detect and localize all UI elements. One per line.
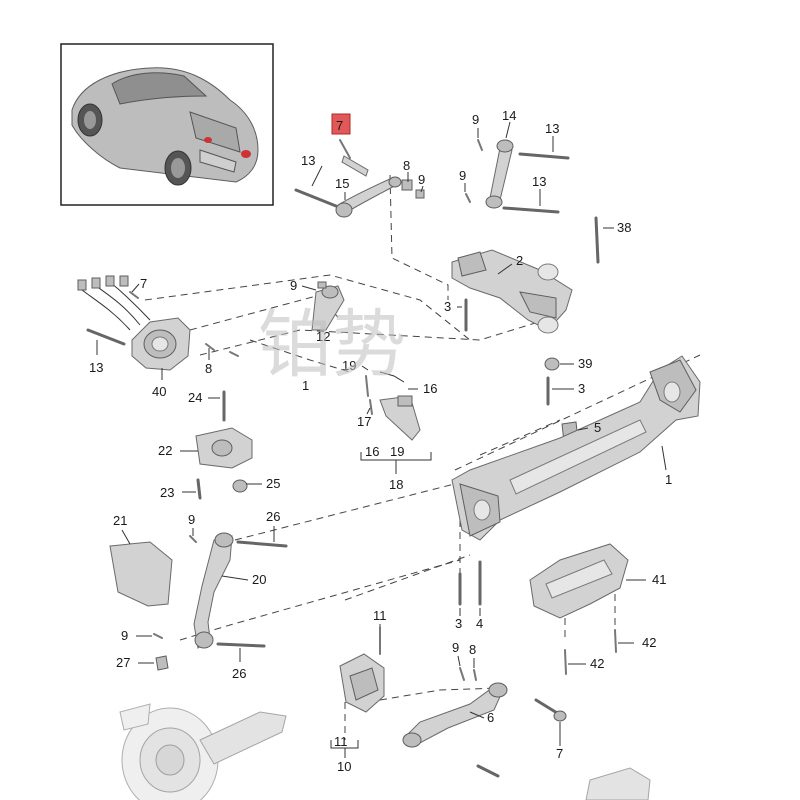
- control-arm-20: [153, 532, 288, 671]
- callout-7-highlighted: 7: [336, 118, 343, 133]
- callout-27: 27: [116, 655, 130, 670]
- callout-13: 13: [301, 153, 315, 168]
- parts: [77, 139, 701, 800]
- bolt-42-a: [614, 629, 617, 653]
- callout-42: 42: [590, 656, 604, 671]
- upper-link-15: [294, 139, 425, 218]
- callout-41: 41: [652, 572, 666, 587]
- callout-23: 23: [160, 485, 174, 500]
- callout-9: 9: [188, 512, 195, 527]
- bolt-42-b: [564, 649, 567, 675]
- callout-16: 16: [423, 381, 437, 396]
- car-illustration: [71, 67, 259, 186]
- callout-19: 19: [390, 444, 404, 459]
- callout-9: 9: [121, 628, 128, 643]
- callout-3: 3: [578, 381, 585, 396]
- callout-4: 4: [476, 616, 483, 631]
- callout-3: 3: [455, 616, 462, 631]
- callout-40: 40: [152, 384, 166, 399]
- bolt-38: [594, 216, 600, 264]
- hub-40: [77, 275, 239, 371]
- callout-17: 17: [357, 414, 371, 429]
- callout-labels: 7 13 15 8 9 9 14 13 9 13 38 7 9 12 13 8 …: [89, 108, 672, 774]
- callout-8: 8: [403, 158, 410, 173]
- highlight-box-7: [331, 113, 351, 135]
- callout-3: 3: [444, 299, 451, 314]
- callout-18: 18: [389, 477, 403, 492]
- callout-8: 8: [469, 642, 476, 657]
- callout-9: 9: [459, 168, 466, 183]
- callout-39: 39: [578, 356, 592, 371]
- callout-8: 8: [205, 361, 212, 376]
- callout-21: 21: [113, 513, 127, 528]
- watermark: 铂势: [258, 302, 406, 388]
- callout-16: 16: [365, 444, 379, 459]
- sensor-group: [365, 371, 421, 441]
- leader-lines: [96, 121, 667, 758]
- wheel-hub-brake: [119, 703, 287, 800]
- toe-link-14: [465, 139, 570, 214]
- callout-9: 9: [472, 112, 479, 127]
- bracket-12: [311, 281, 345, 331]
- callout-7: 7: [140, 276, 147, 291]
- callout-13: 13: [545, 121, 559, 136]
- heat-shield-41: [529, 543, 629, 619]
- callout-15: 15: [335, 176, 349, 191]
- callout-19: 19: [342, 358, 356, 373]
- callout-38: 38: [617, 220, 631, 235]
- callout-7: 7: [556, 746, 563, 761]
- car-thumbnail: [60, 43, 274, 206]
- callout-9: 9: [290, 278, 297, 293]
- callout-26: 26: [266, 509, 280, 524]
- callout-11: 11: [334, 734, 348, 749]
- callout-13: 13: [89, 360, 103, 375]
- callout-24: 24: [188, 390, 202, 405]
- link-6: [402, 667, 567, 778]
- callout-6: 6: [487, 710, 494, 725]
- callout-9: 9: [418, 172, 425, 187]
- callout-12: 12: [316, 329, 330, 344]
- callout-14: 14: [502, 108, 516, 123]
- shield-21: [109, 541, 173, 607]
- subframe-1: [451, 355, 701, 541]
- part-bottom-right: [585, 767, 651, 800]
- carrier-2: [451, 249, 573, 334]
- callout-25: 25: [266, 476, 280, 491]
- callout-20: 20: [252, 572, 266, 587]
- callout-1-partial: 1: [302, 378, 309, 393]
- bracket-11: [339, 627, 385, 713]
- callout-11: 11: [373, 608, 387, 623]
- callout-10: 10: [337, 759, 351, 774]
- callout-13: 13: [532, 174, 546, 189]
- callout-26: 26: [232, 666, 246, 681]
- bushing-39: [544, 357, 560, 371]
- callout-22: 22: [158, 443, 172, 458]
- watermark-text: 铂势: [258, 302, 406, 388]
- callout-9: 9: [452, 640, 459, 655]
- mount-22: [195, 390, 253, 500]
- callout-2: 2: [516, 253, 523, 268]
- callout-5: 5: [594, 420, 601, 435]
- callout-1: 1: [665, 472, 672, 487]
- callout-42: 42: [642, 635, 656, 650]
